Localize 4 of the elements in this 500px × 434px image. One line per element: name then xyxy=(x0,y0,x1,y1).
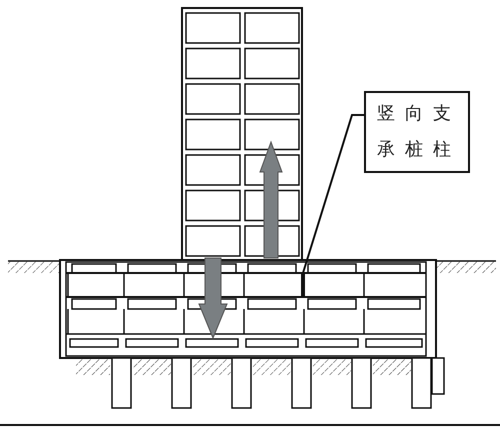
callout-box xyxy=(364,91,470,173)
callout-text: 竖向支承桩柱 xyxy=(376,102,462,162)
support-column xyxy=(301,273,305,297)
leader-line xyxy=(302,114,364,274)
